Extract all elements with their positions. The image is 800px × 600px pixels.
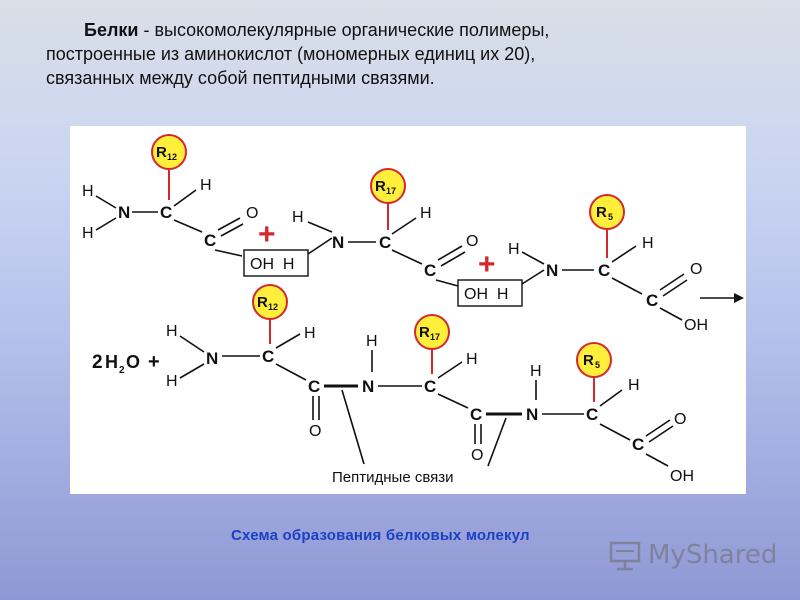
radical-subscript: 17 (430, 332, 440, 342)
peptide-bonds-label: Пептидные связи (332, 469, 454, 486)
radical-r12 (151, 134, 187, 170)
plus-sign: + (258, 218, 276, 251)
watermark-text: MyShared (648, 540, 778, 570)
tripeptide: H H N C H R 12 C O N (166, 284, 694, 485)
atom-c: C (598, 261, 610, 280)
watermark: MyShared (608, 535, 778, 575)
oh-h-box (457, 279, 523, 307)
atom-h: H (466, 351, 478, 368)
atom-n: N (206, 349, 218, 368)
radical-r5 (589, 194, 625, 230)
atom-c: C (586, 405, 598, 424)
radical-subscript: 12 (268, 302, 278, 312)
radical-r17 (414, 314, 450, 350)
atom-h: H (530, 363, 542, 380)
atom-n: N (362, 377, 374, 396)
water-plus: + (148, 351, 160, 373)
definition-line2: построенные из аминокислот (мономерных е… (46, 44, 536, 64)
radical-letter: R (156, 144, 167, 161)
atom-c: C (424, 377, 436, 396)
atom-h: H (304, 325, 316, 342)
atom-oh: OH (684, 317, 708, 334)
water-product: 2 H 2 O + (92, 351, 160, 376)
radical-letter: R (596, 204, 607, 221)
atom-c: C (308, 377, 320, 396)
atom-o: O (690, 261, 702, 278)
radical-r12 (252, 284, 288, 320)
boxed-oh-h: OH H (464, 286, 508, 303)
atom-c: C (160, 203, 172, 222)
reaction-arrow (734, 293, 744, 303)
amino-acid-1: H H N C H R 12 C O OH H (82, 134, 333, 277)
atom-h: H (292, 209, 304, 226)
radical-letter: R (375, 178, 386, 195)
atom-c: C (424, 261, 436, 280)
atom-c: C (379, 233, 391, 252)
radical-subscript: 5 (595, 360, 600, 370)
atom-h: H (628, 377, 640, 394)
definition-line1: - высокомолекулярные органические полиме… (138, 20, 550, 40)
atom-o: O (309, 423, 321, 440)
atom-h: H (166, 323, 178, 340)
atom-o: O (466, 233, 478, 250)
radical-letter: R (419, 324, 430, 341)
radical-subscript: 12 (167, 152, 177, 162)
atom-c: C (262, 347, 274, 366)
radical-r17 (370, 168, 406, 204)
presentation-board-icon (609, 541, 641, 571)
radical-r5 (576, 342, 612, 378)
water-subscript: 2 (119, 365, 125, 376)
radical-subscript: 5 (608, 212, 613, 222)
radical-letter: R (257, 294, 268, 311)
atom-n: N (546, 261, 558, 280)
atom-c: C (646, 291, 658, 310)
atom-o: O (674, 411, 686, 428)
atom-h: H (82, 225, 94, 242)
amino-acid-2: H N C H R 17 C O OH H + (292, 168, 545, 307)
atom-h: H (166, 373, 178, 390)
peptide-bond-callout: Пептидные связи (332, 389, 507, 486)
amino-acid-3: H N C H R 5 C O OH (508, 194, 744, 334)
diagram-caption: Схема образования белковых молекул (231, 527, 530, 544)
atom-h: H (366, 333, 378, 350)
plus-sign: + (478, 248, 496, 281)
atom-h: H (642, 235, 654, 252)
oh-h-box (243, 249, 309, 277)
atom-h: H (200, 177, 212, 194)
atom-h: H (82, 183, 94, 200)
atom-o: O (471, 447, 483, 464)
atom-h: H (420, 205, 432, 222)
radical-subscript: 17 (386, 186, 396, 196)
atom-n: N (332, 233, 344, 252)
water-h: H (105, 352, 118, 372)
definition-line3: связанных между собой пептидными связями… (46, 68, 435, 88)
atom-n: N (118, 203, 130, 222)
atom-oh: OH (670, 468, 694, 485)
peptide-formation-diagram: H H N C H R 12 C O OH H (82, 134, 744, 486)
radical-letter: R (583, 352, 594, 369)
atom-h: H (508, 241, 520, 258)
atom-c: C (470, 405, 482, 424)
boxed-oh-h: OH H (250, 256, 294, 273)
definition-term: Белки (84, 20, 139, 40)
atom-c: C (204, 231, 216, 250)
atom-c: C (632, 435, 644, 454)
definition-text: Белки - высокомолекулярные органические … (46, 18, 766, 90)
water-o: O (126, 352, 140, 372)
water-coefficient: 2 (92, 352, 103, 373)
atom-n: N (526, 405, 538, 424)
peptide-diagram-panel: H H N C H R 12 C O OH H (70, 126, 746, 494)
atom-o: O (246, 205, 258, 222)
